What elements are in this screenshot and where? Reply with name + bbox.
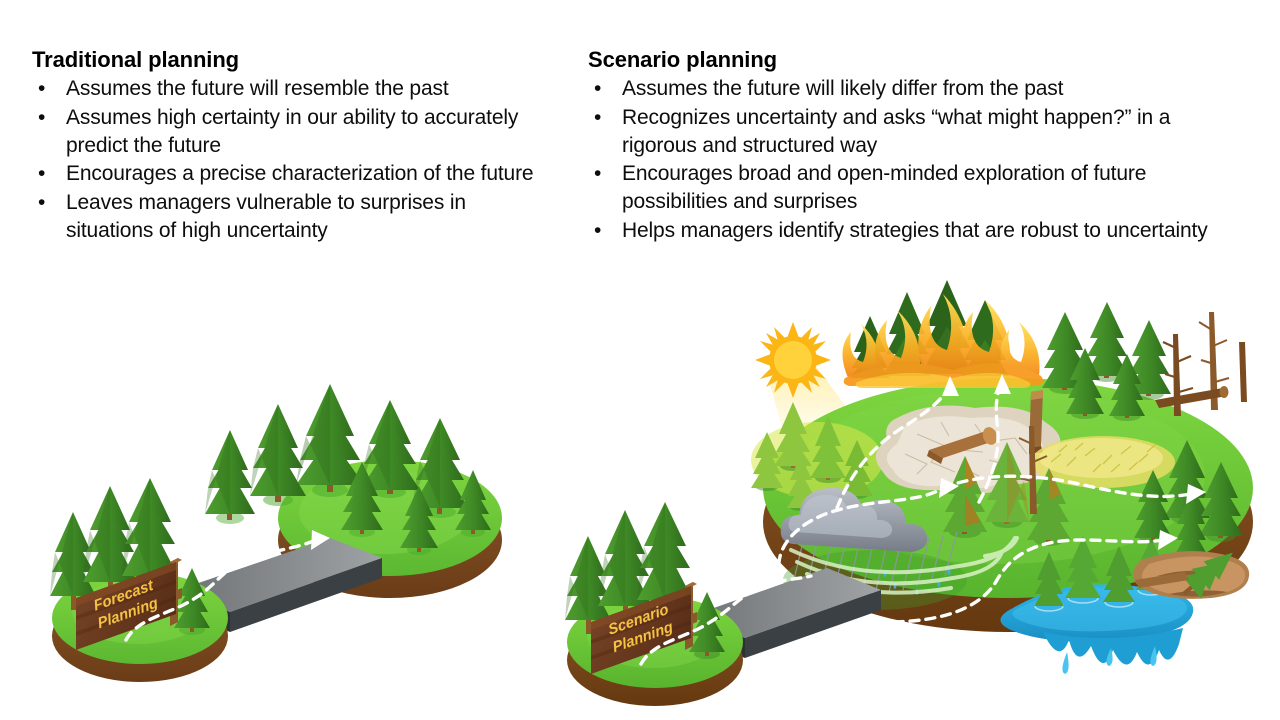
traditional-planning-column: Traditional planning • Assumes the future… [32, 48, 552, 245]
bullet-glyph: • [38, 190, 46, 214]
futures-island [751, 280, 1253, 674]
fallen-log [927, 427, 998, 464]
traditional-planning-illustration: Forecast Planning [30, 300, 510, 700]
flames [842, 294, 1044, 388]
traditional-planning-title: Traditional planning [32, 47, 240, 72]
bridge-deck [691, 568, 881, 638]
conifer-forest [565, 502, 693, 634]
bridge-side [745, 590, 881, 658]
wildfire [842, 280, 1044, 388]
water-drips [1062, 646, 1157, 674]
list-item: • Assumes the future will likely differ f… [588, 75, 1248, 103]
bullet-glyph: • [594, 105, 602, 129]
list-item: • Helps managers identify strategies that… [588, 217, 1248, 245]
list-item: • Assumes the future will resemble the pa… [32, 75, 552, 103]
flood-spill [1043, 628, 1183, 665]
bridge-dashed-path [639, 574, 813, 666]
list-item: • Encourages broad and open-minded explor… [588, 160, 1248, 215]
list-item: • Assumes high certainty in our ability t… [32, 104, 552, 159]
path-arrow-icon [311, 530, 330, 550]
traditional-planning-bullets: • Assumes the future will resemble the pa… [32, 75, 552, 244]
list-item: • Leaves managers vulnerable to surprises… [32, 189, 552, 244]
conifer-forest [50, 478, 178, 610]
list-item-text: Assumes the future will resemble the pas… [66, 77, 449, 101]
bullet-glyph: • [38, 162, 46, 186]
scenario-planning-column: Scenario planning • Assumes the future wi… [588, 48, 1248, 245]
list-item-text: Assumes the future will likely differ fr… [622, 77, 1064, 101]
list-item-text: Helps managers identify strategies that … [622, 218, 1208, 242]
bridge-side [230, 558, 382, 632]
list-item-text: Leaves managers vulnerable to surprises … [66, 190, 466, 242]
healthy-conifer-forest-top [1042, 302, 1171, 421]
list-item-text: Recognizes uncertainty and asks “what mi… [622, 105, 1171, 157]
forecast-planning-sign: Forecast Planning [76, 558, 182, 650]
start-island: Forecast Planning [50, 478, 228, 682]
erosion-landslide [1133, 551, 1250, 599]
scenario-planning-sign: Scenario Planning [591, 582, 697, 674]
single-dashed-path [124, 530, 330, 642]
bullet-glyph: • [594, 162, 602, 186]
bullet-glyph: • [38, 105, 46, 129]
list-item-text: Assumes high certainty in our ability to… [66, 105, 519, 157]
list-item-text: Encourages broad and open-minded explora… [622, 162, 1147, 213]
diseased-yellow-grass [1031, 436, 1175, 488]
sliding-tree [1181, 552, 1233, 599]
start-island: Scenario Planning [565, 502, 743, 706]
conifer-tree [174, 568, 210, 635]
list-item: • Encourages a precise characterization o… [32, 160, 552, 188]
sign-board [76, 562, 176, 650]
bridge-deck [178, 538, 382, 612]
scenario-planning-bullets: • Assumes the future will likely differ f… [588, 75, 1248, 244]
path-arrow-icons [939, 374, 1206, 550]
scenario-planning-title: Scenario planning [588, 47, 777, 72]
dense-conifer-forest [205, 384, 491, 555]
scenario-planning-illustration: Scenario Planning [545, 250, 1265, 706]
bullet-glyph: • [594, 77, 602, 101]
list-item-text: Encourages a precise characterization of… [66, 162, 534, 186]
sign-board [591, 586, 691, 674]
bullet-glyph: • [38, 77, 46, 101]
dead-standing-trees [1155, 312, 1247, 416]
insect-damaged-trees [943, 426, 1071, 546]
list-item: • Recognizes uncertainty and asks “what m… [588, 104, 1248, 159]
bullet-glyph: • [594, 218, 602, 242]
